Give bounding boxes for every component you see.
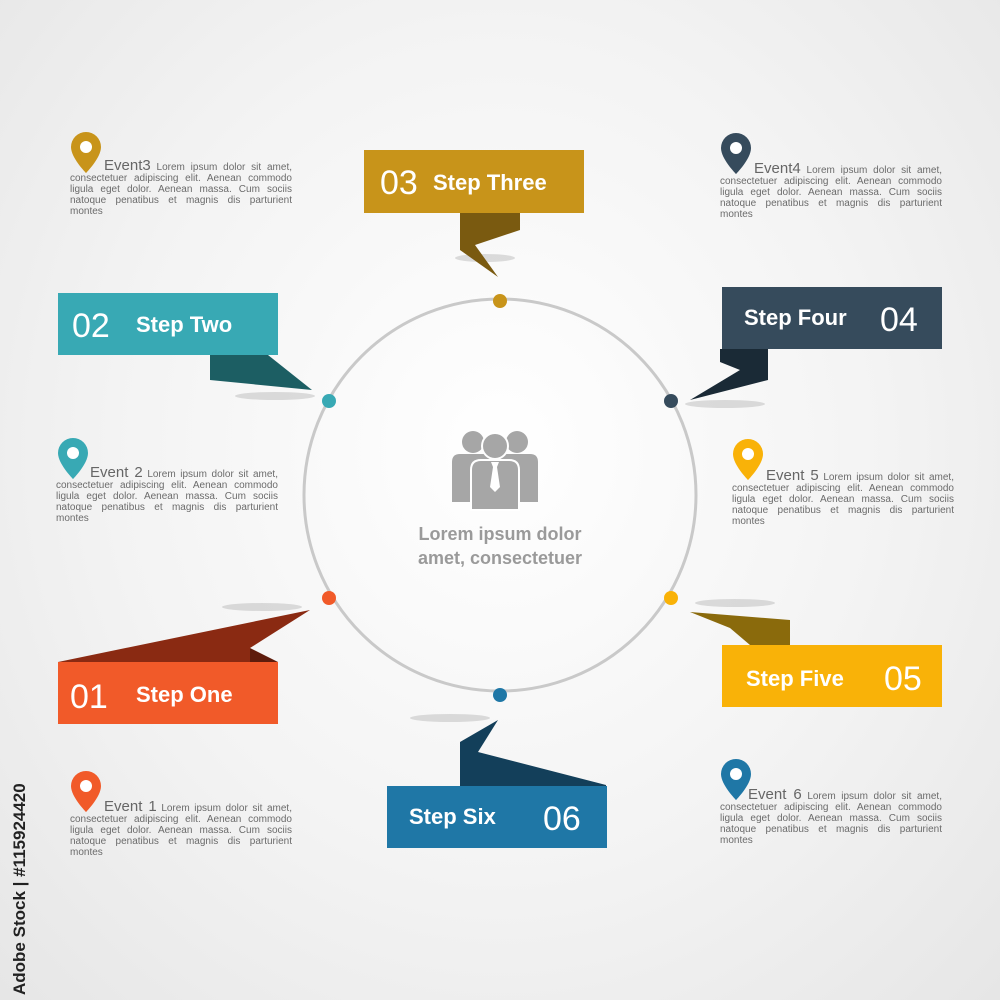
step-five-banner: Step Five 05: [664, 591, 942, 707]
step-two-number: 02: [72, 307, 110, 345]
step-five-node: [664, 591, 678, 605]
step-six-node: [493, 688, 507, 702]
step-four-ribbon: [722, 287, 942, 349]
step-one-ribbon: [58, 662, 278, 724]
step-three-label: Step Three: [433, 170, 547, 195]
stock-watermark: Adobe Stock | #115924420: [10, 783, 29, 995]
step-five-label: Step Five: [746, 666, 844, 691]
event-5-text: Lorem ipsum dolor sit amet, consectetuer…: [732, 472, 954, 527]
step-three-ribbon: [364, 150, 584, 213]
event-4-block: Event4 Lorem ipsum dolor sit amet, conse…: [720, 160, 942, 220]
step-one-node: [322, 591, 336, 605]
event-5-block: Event 5 Lorem ipsum dolor sit amet, cons…: [732, 467, 954, 527]
event-6-block: Event 6 Lorem ipsum dolor sit amet, cons…: [720, 786, 942, 846]
step-two-ribbon: [58, 293, 278, 355]
map-pin-icon: [58, 438, 88, 479]
step-four-banner: Step Four 04: [664, 287, 942, 408]
step-four-node: [664, 394, 678, 408]
step-three-node: [493, 294, 507, 308]
map-pin-icon: [721, 759, 751, 800]
event-1-text: Lorem ipsum dolor sit amet, consectetuer…: [70, 803, 292, 858]
event-2-text: Lorem ipsum dolor sit amet, consectetuer…: [56, 469, 278, 524]
event-6-title: Event 6: [748, 786, 802, 803]
step-one-fold: [58, 610, 310, 662]
event-6-text: Lorem ipsum dolor sit amet, consectetuer…: [720, 791, 942, 846]
step-one-fold-2: [250, 648, 278, 662]
event-2-block: Event 2 Lorem ipsum dolor sit amet, cons…: [56, 464, 278, 524]
event-2-title: Event 2: [90, 464, 143, 481]
event-4-text: Lorem ipsum dolor sit amet, consectetuer…: [720, 165, 942, 220]
step-six-ribbon: [387, 786, 607, 848]
people-group-icon: [452, 431, 538, 511]
step-two-node: [322, 394, 336, 408]
step-two-fold: [210, 355, 312, 390]
event-1-block: Event 1 Lorem ipsum dolor sit amet, cons…: [70, 798, 292, 858]
step-six-fold: [460, 720, 606, 788]
step-five-number: 05: [884, 660, 922, 698]
step-five-fold: [690, 612, 790, 645]
step-one-banner: 01 Step One: [58, 591, 336, 724]
step-one-label: Step One: [136, 682, 233, 707]
step-six-banner: Step Six 06: [387, 688, 607, 848]
event-3-title: Event3: [104, 157, 151, 174]
event-3-block: Event3 Lorem ipsum dolor sit amet, conse…: [70, 157, 292, 217]
event-4-title: Event4: [754, 160, 801, 177]
step-four-number: 04: [880, 301, 918, 339]
map-pin-icon: [71, 132, 101, 173]
map-pin-icon: [721, 133, 751, 174]
step-one-number: 01: [70, 678, 108, 716]
map-pin-icon: [71, 771, 101, 812]
step-three-banner: 03 Step Three: [364, 150, 584, 308]
map-pin-icon: [733, 439, 763, 480]
step-two-banner: 02 Step Two: [58, 293, 336, 408]
event-5-title: Event 5: [766, 467, 819, 484]
step-four-label: Step Four: [744, 305, 847, 330]
step-two-label: Step Two: [136, 312, 232, 337]
step-six-number: 06: [543, 800, 581, 838]
step-three-number: 03: [380, 164, 418, 202]
center-title-line1: Lorem ipsum dolor: [418, 524, 581, 544]
event-1-title: Event 1: [104, 798, 157, 815]
event-3-text: Lorem ipsum dolor sit amet, consectetuer…: [70, 162, 292, 217]
step-three-fold: [460, 213, 520, 277]
step-five-ribbon: [722, 645, 942, 707]
center-title-line2: amet, consectetuer: [418, 548, 582, 568]
step-six-label: Step Six: [409, 804, 497, 829]
step-four-fold: [690, 349, 768, 400]
